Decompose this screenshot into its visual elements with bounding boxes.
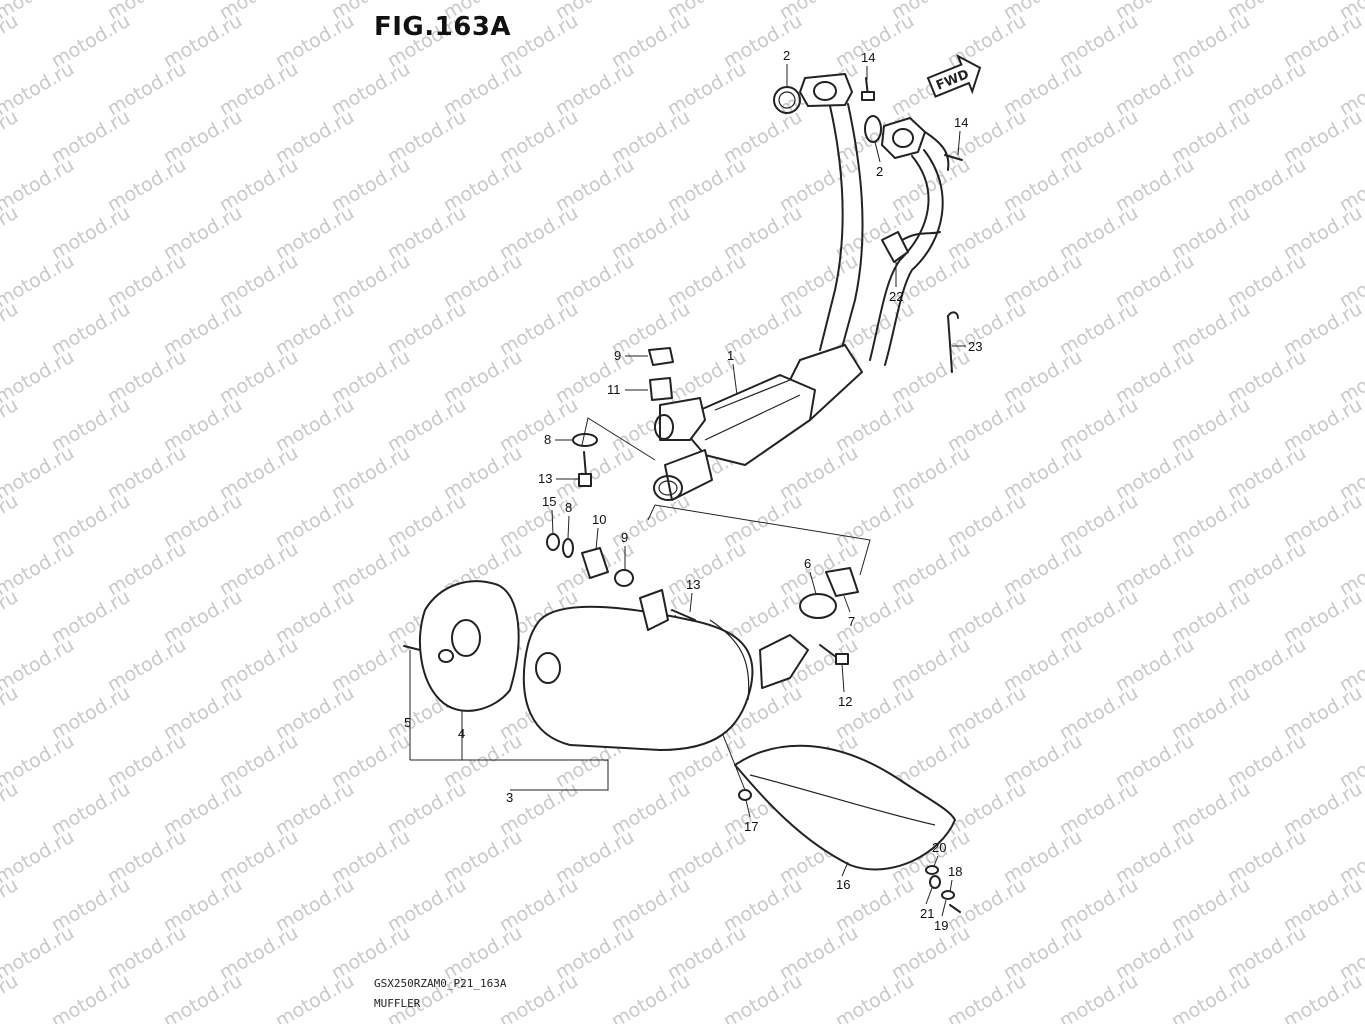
callout-21: 21 [920, 887, 934, 921]
svg-text:13: 13 [538, 471, 552, 486]
svg-text:17: 17 [744, 819, 758, 834]
watermark-text: motod.ru [0, 202, 22, 265]
svg-text:21: 21 [920, 906, 934, 921]
watermark-text: motod.ru [832, 970, 918, 1024]
exhaust-pipe [653, 73, 959, 501]
svg-text:8: 8 [565, 500, 572, 515]
hardware [403, 77, 963, 665]
svg-text:13: 13 [686, 577, 700, 592]
watermark-text: motod.ru [272, 970, 358, 1024]
callout-10: 10 [592, 512, 606, 551]
svg-text:10: 10 [592, 512, 606, 527]
watermark-text: motod.ru [160, 970, 246, 1024]
figure-title: FIG.163A [374, 12, 512, 42]
svg-text:5: 5 [404, 715, 411, 730]
watermark-text: motod.ru [0, 970, 22, 1024]
svg-text:2: 2 [783, 48, 790, 63]
callout-8a: 8 [544, 432, 574, 447]
watermark-text: motod.ru [0, 10, 22, 73]
watermark-text: motod.ru [496, 970, 582, 1024]
watermark-text: motod.ru [608, 970, 694, 1024]
svg-text:2: 2 [876, 164, 883, 179]
watermark-text: motod.ru [0, 298, 22, 361]
watermark-text: motod.ru [720, 970, 806, 1024]
callout-1: 1 [727, 348, 738, 396]
callout-2a: 2 [783, 48, 790, 86]
callout-13a: 13 [538, 471, 578, 486]
watermark-text: motod.ru [0, 778, 22, 841]
callout-11: 11 [607, 382, 648, 397]
watermark-text: motod.ru [1280, 970, 1365, 1024]
figure-label: MUFFLER [374, 997, 421, 1010]
muffler-bracket [639, 589, 669, 631]
callout-15: 15 [542, 494, 556, 535]
callout-14a: 14 [861, 50, 875, 80]
svg-text:14: 14 [954, 115, 968, 130]
callout-19: 19 [934, 899, 948, 933]
fwd-arrow: FWD [926, 54, 982, 98]
callout-2b: 2 [874, 141, 883, 179]
svg-text:1: 1 [727, 348, 734, 363]
callout-9a: 9 [614, 348, 648, 363]
svg-text:3: 3 [506, 790, 513, 805]
svg-text:8: 8 [544, 432, 551, 447]
svg-text:14: 14 [861, 50, 875, 65]
muffler [419, 580, 809, 751]
callout-17: 17 [744, 799, 758, 834]
watermark-text: motod.ru [0, 874, 22, 937]
svg-text:20: 20 [932, 840, 946, 855]
watermark-text: motod.ru [48, 970, 134, 1024]
watermark-text: motod.ru [944, 970, 1030, 1024]
svg-text:9: 9 [621, 530, 628, 545]
svg-text:15: 15 [542, 494, 556, 509]
muffler-inlet [759, 634, 809, 689]
callout-22: 22 [889, 262, 903, 304]
callout-14b: 14 [954, 115, 968, 156]
watermark-text: motod.ru [0, 490, 22, 553]
watermark-text: motod.ru [0, 586, 22, 649]
watermark-text: motod.ru [1168, 970, 1254, 1024]
watermark-text: motod.ru [0, 394, 22, 457]
callout-18: 18 [948, 864, 962, 893]
svg-text:11: 11 [607, 382, 621, 397]
svg-text:16: 16 [836, 877, 850, 892]
callout-6: 6 [804, 556, 817, 595]
watermark-text: motod.ru [1056, 970, 1142, 1024]
svg-text:23: 23 [968, 339, 982, 354]
figure-code: GSX250RZAM0_P21_163A [374, 977, 507, 990]
callout-23: 23 [952, 339, 982, 354]
heat-protector [734, 744, 961, 913]
muffler-end-cover [419, 580, 520, 712]
callout-3: 3 [506, 790, 513, 805]
callout-20: 20 [932, 840, 946, 867]
svg-text:19: 19 [934, 918, 948, 933]
callout-13b: 13 [686, 577, 700, 613]
svg-text:18: 18 [948, 864, 962, 879]
callout-5: 5 [404, 715, 411, 730]
svg-text:22: 22 [889, 289, 903, 304]
callout-12: 12 [838, 663, 852, 709]
callout-16: 16 [836, 861, 850, 892]
callout-9b: 9 [621, 530, 628, 570]
muffler-body [522, 605, 754, 751]
svg-text:7: 7 [848, 614, 855, 629]
svg-text:12: 12 [838, 694, 852, 709]
callout-4: 4 [458, 726, 465, 741]
svg-text:9: 9 [614, 348, 621, 363]
svg-text:4: 4 [458, 726, 465, 741]
callout-7: 7 [843, 595, 855, 629]
svg-text:6: 6 [804, 556, 811, 571]
watermark-text: motod.ru [0, 682, 22, 745]
watermark-text: motod.ru [0, 106, 22, 169]
callout-8b: 8 [565, 500, 572, 539]
callouts: 1 2 2 3 4 5 6 7 8 8 9 9 10 11 12 13 13 1… [404, 48, 982, 933]
